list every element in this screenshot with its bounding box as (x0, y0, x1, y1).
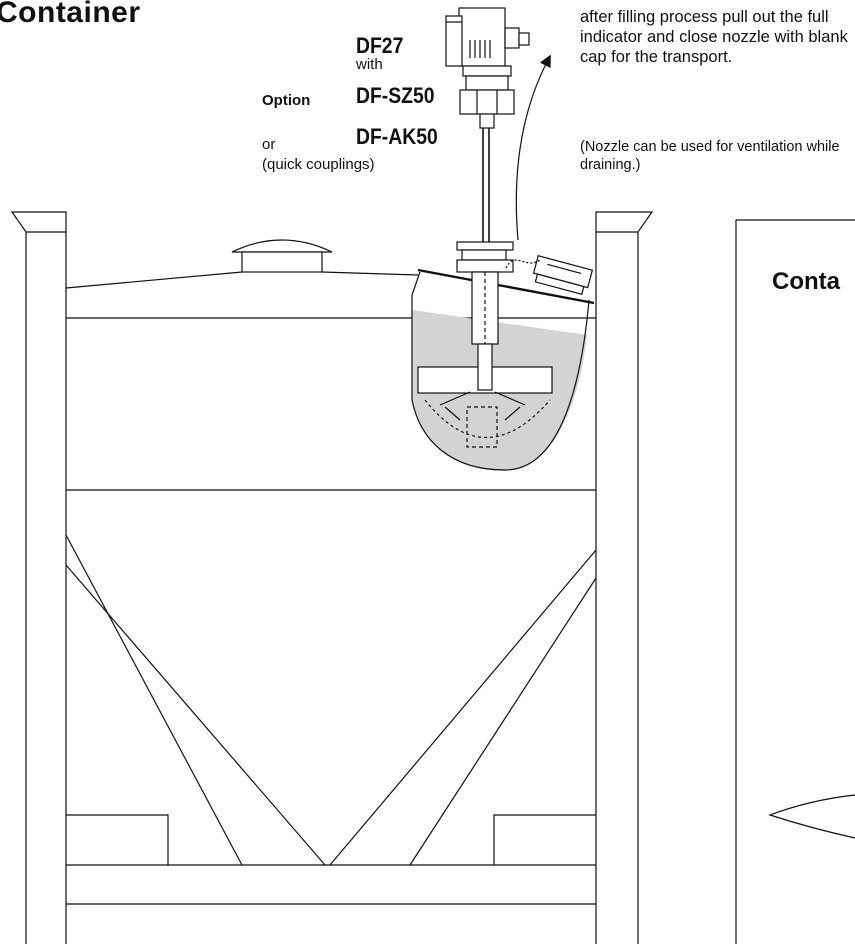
instruction-text: after filling process pull out the full … (580, 8, 848, 66)
page-title: Container (0, 0, 141, 29)
probe-assembly (445, 7, 594, 391)
quick-couplings-note: (quick couplings) (262, 156, 375, 173)
dome-lid (231, 239, 333, 273)
hopper-v (65, 534, 597, 866)
model-label-df-ak50: DF-AK50 (356, 124, 438, 149)
right-frame-post (595, 211, 654, 944)
tank-top (65, 271, 596, 491)
tank-base (66, 814, 596, 905)
left-frame-post (10, 211, 67, 944)
model-label-df27: DF27 (356, 33, 404, 58)
second-panel-frame (735, 219, 855, 944)
or-label: or (262, 136, 276, 153)
nozzle-vessel (411, 268, 595, 471)
model-label-df-sz50: DF-SZ50 (356, 83, 435, 108)
option-label: Option (262, 92, 311, 109)
with-label: with (356, 56, 383, 73)
ventilation-note: (Nozzle can be used for ventilation whil… (580, 139, 840, 173)
second-panel-title: Conta (772, 268, 840, 295)
pull-out-arrow (515, 54, 551, 241)
